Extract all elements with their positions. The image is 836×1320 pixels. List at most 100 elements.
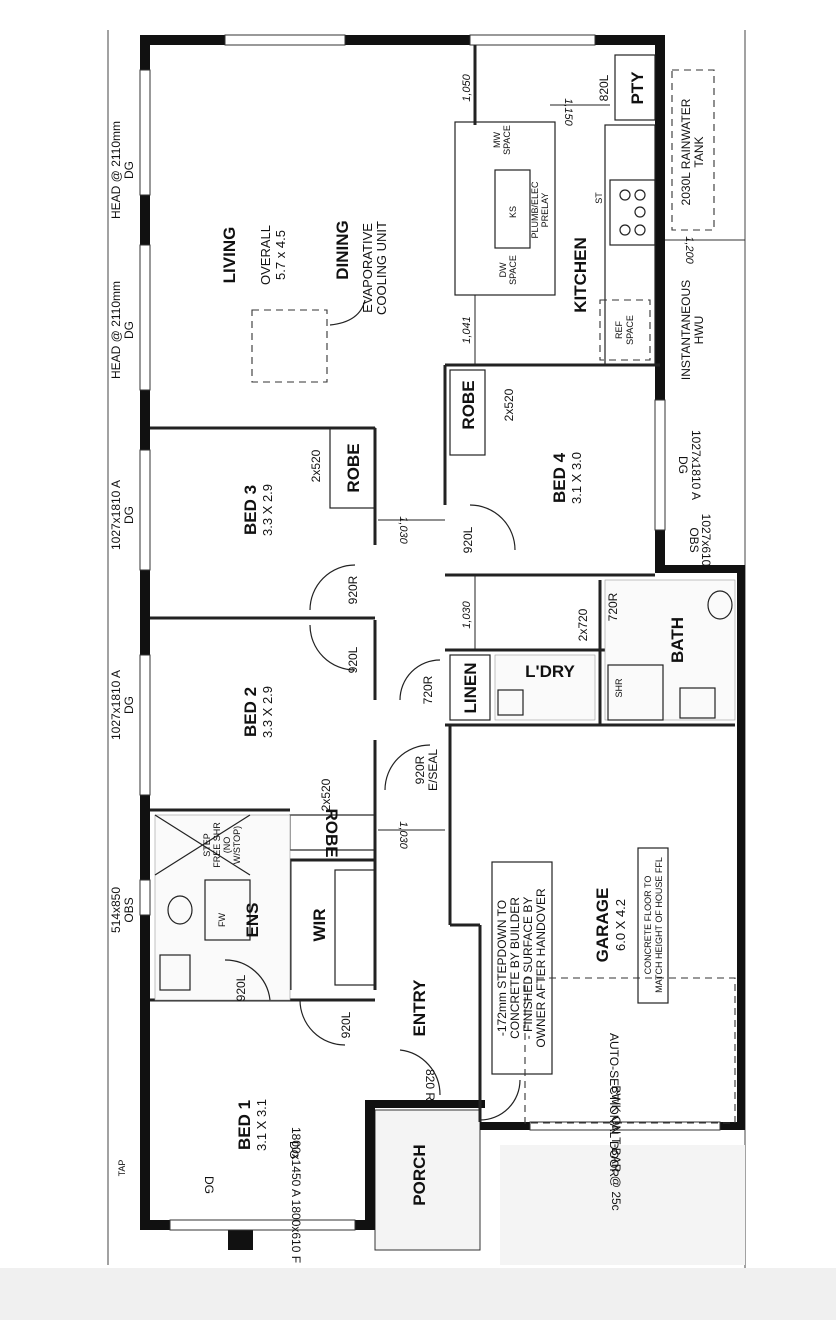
dim-1150: 1,150 [562, 98, 574, 126]
garage-door-swing [524, 977, 736, 1124]
label-kitchen: KITCHEN [571, 237, 590, 313]
window-obs-1: OBS [122, 897, 136, 922]
label-bed1-size: 3.1 X 3.1 [254, 1099, 269, 1151]
tile-pattern [154, 579, 736, 1001]
label-step: STEP [202, 833, 212, 857]
label-dw: DW [498, 262, 508, 277]
label-free-shr: FREE SHR [212, 822, 222, 868]
robe-bed4 [449, 369, 486, 456]
window-head-2: HEAD @ 2110mm [109, 281, 123, 379]
laundry-tub [497, 689, 524, 716]
window-dg-7: DG [287, 1141, 301, 1159]
note-auto-door: AUTO-SECTIONAL DOOR [607, 1033, 621, 1177]
window-dg-5: DG [676, 456, 690, 474]
label-overall-size: 5.7 x 4.5 [273, 230, 288, 280]
label-dining: DINING [333, 220, 352, 280]
door-laundry: 2x720 [576, 608, 590, 641]
room-labels: LIVING OVERALL 5.7 x 4.5 DINING EVAPORAT… [220, 71, 687, 1206]
dimension-labels: 1,050 1,150 1,041 1,200 1,030 1,030 1,03… [397, 73, 695, 849]
label-bed2-size: 3.3 X 2.9 [260, 686, 275, 738]
door-robe-bed4: 2x520 [502, 388, 516, 421]
linen-cupboard [449, 654, 491, 721]
fixture-labels: KS MW SPACE DW SPACE REF SPACE ST PLUMB/… [117, 125, 635, 1176]
label-mw-space: SPACE [502, 125, 512, 155]
bath-toilet [707, 590, 733, 620]
ensuite-floor-waste [204, 879, 251, 941]
window-bed3: 1027x1810 A [109, 480, 123, 550]
window-bed1: 1800x1450 A 1800x610 F [289, 1127, 303, 1263]
door-labels: 820L 2x520 2x520 2x520 920R 920L 920L 72… [234, 74, 620, 1101]
label-mw: MW [492, 132, 502, 148]
label-wir: WIR [310, 908, 329, 941]
label-fw: FW [217, 913, 227, 927]
label-bed4: BED 4 [550, 452, 569, 503]
evaporative-cooling-unit [251, 309, 328, 383]
kitchen-island [454, 121, 556, 296]
door-garage-seal: E/SEAL [426, 749, 440, 791]
fridge-space [599, 299, 651, 361]
cooktop [609, 179, 656, 246]
note-stepdown-2: CONCRETE BY BUILDER [508, 897, 522, 1039]
window-dg-2: DG [122, 321, 136, 339]
label-bed2: BED 2 [241, 687, 260, 737]
label-robe-bed4: ROBE [459, 380, 478, 429]
label-plumb: PLUMB/ELEC [530, 181, 540, 239]
window-ensuite: 514x850 [109, 887, 123, 933]
label-ref: REF [614, 320, 624, 339]
window-obs-2: OBS [687, 527, 701, 552]
bath-shower [607, 664, 664, 721]
door-swings [224, 504, 521, 1121]
window-dg-1: DG [122, 161, 136, 179]
window-dg-3: DG [122, 506, 136, 524]
window-bed2: 1027x1810 A [109, 670, 123, 740]
label-bed3: BED 3 [241, 485, 260, 535]
note-stepdown-1: -172mm STEPDOWN TO [495, 900, 509, 1036]
door-bed2: 920L [346, 646, 360, 673]
door-robe-bed3: 2x520 [309, 449, 323, 482]
page-footer-bar [0, 1268, 836, 1320]
window-dg-4: DG [122, 696, 136, 714]
note-concrete-2: MATCH HEIGHT OF HOUSE FFL [654, 857, 664, 993]
label-bed4-size: 3.1 X 3.0 [569, 452, 584, 504]
note-stepdown-3: - FINISHED SURFACE BY [521, 897, 535, 1040]
dim-1030-a: 1,030 [397, 516, 409, 544]
kitchen-sink [494, 169, 531, 249]
door-linen: 720R [421, 675, 435, 704]
notes: 2030L RAINWATER TANK INSTANTANEOUS HWU -… [495, 98, 706, 1210]
label-dw-space: SPACE [508, 255, 518, 285]
bath-vanity [679, 687, 716, 719]
label-robe-bed3: ROBE [344, 443, 363, 492]
dim-1041: 1,041 [461, 316, 473, 344]
label-bath: BATH [668, 617, 687, 663]
window-bath: 1027x610 [699, 514, 713, 567]
driveway-area [500, 1145, 745, 1265]
label-linen: LINEN [461, 663, 480, 714]
label-tap: TAP [117, 1160, 127, 1177]
label-bed1: BED 1 [235, 1100, 254, 1150]
robe-bed3 [329, 427, 376, 509]
dim-1030-c: 1,030 [397, 821, 409, 849]
dim-1050: 1,050 [461, 73, 473, 101]
label-st: ST [594, 192, 604, 204]
note-concrete-1: CONCRETE FLOOR TO [643, 876, 653, 975]
note-tank-2: TANK [692, 136, 706, 167]
label-ks: KS [508, 206, 518, 218]
label-overall: OVERALL [258, 225, 273, 285]
door-bed3: 920R [346, 575, 360, 604]
label-laundry: L'DRY [525, 662, 575, 681]
label-bed3-size: 3.3 X 2.9 [260, 484, 275, 536]
label-no: (NO [222, 837, 232, 854]
window-labels: HEAD @ 2110mm DG HEAD @ 2110mm DG 1027x1… [109, 121, 713, 1263]
label-evap-2: COOLING UNIT [374, 221, 389, 315]
stepdown-note-box [491, 861, 553, 1075]
window-head-1: HEAD @ 2110mm [109, 121, 123, 219]
door-bed4: 920L [461, 526, 475, 553]
note-hwu-2: HWU [692, 316, 706, 345]
note-tank-1: 2030L RAINWATER [679, 98, 693, 205]
windows [139, 34, 721, 1231]
label-pantry: PTY [628, 71, 647, 105]
window-bed4: 1027x1810 A [689, 430, 703, 500]
label-wstop: W/STOP) [232, 826, 242, 864]
label-ensuite: ENS [243, 903, 262, 938]
door-bath: 720R [606, 592, 620, 621]
